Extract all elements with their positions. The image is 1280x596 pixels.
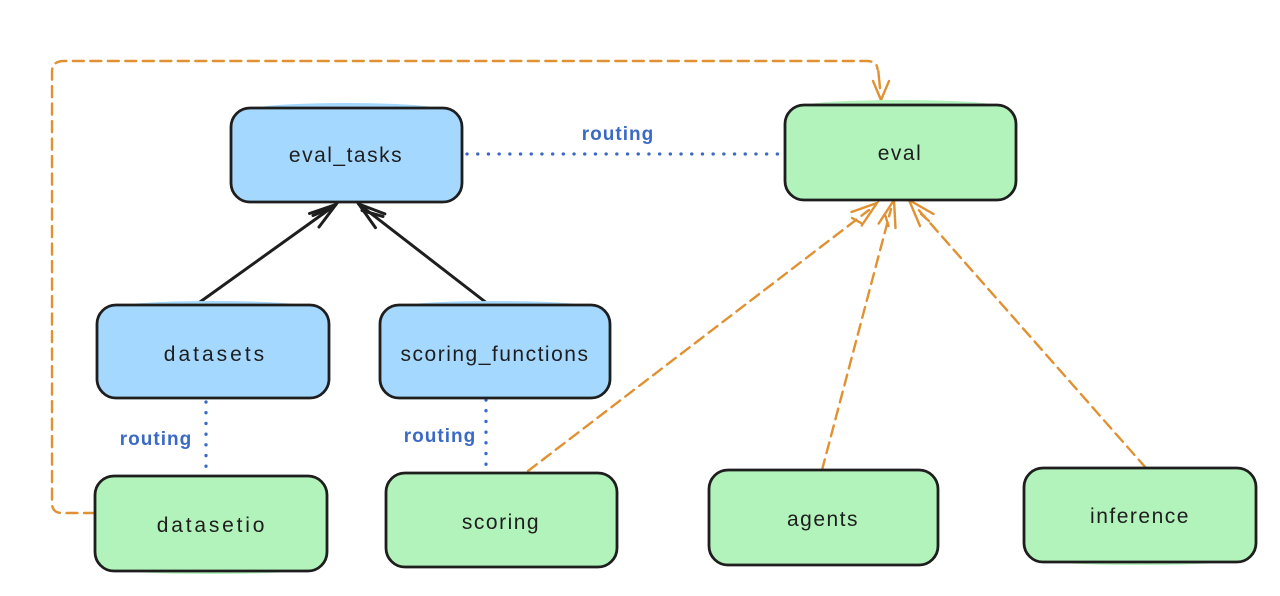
svg-text:eval: eval [878, 142, 923, 165]
svg-text:routing: routing [404, 426, 476, 447]
svg-text:datasets: datasets [164, 343, 267, 366]
svg-text:agents: agents [787, 508, 859, 531]
svg-text:eval_tasks: eval_tasks [289, 144, 403, 167]
svg-text:inference: inference [1090, 505, 1190, 528]
svg-text:routing: routing [582, 124, 654, 145]
svg-text:routing: routing [120, 429, 192, 450]
svg-text:datasetio: datasetio [157, 514, 267, 537]
svg-text:scoring: scoring [462, 511, 540, 534]
svg-text:scoring_functions: scoring_functions [401, 343, 590, 366]
